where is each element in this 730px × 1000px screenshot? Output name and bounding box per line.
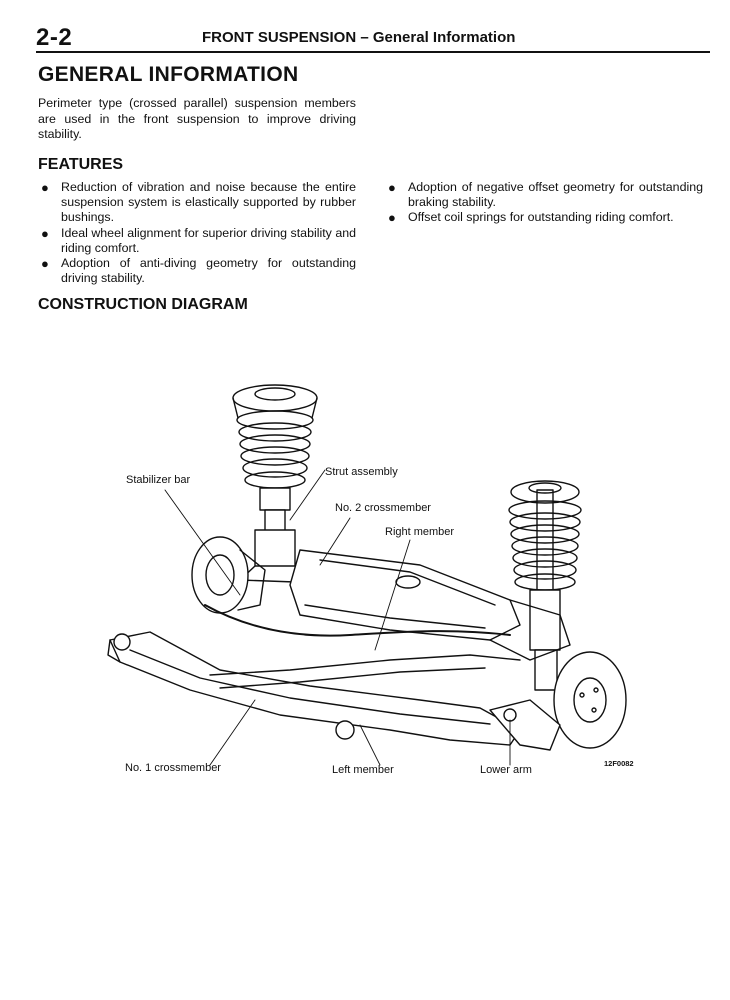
page-number: 2-2 xyxy=(36,24,73,51)
section-title: GENERAL INFORMATION xyxy=(38,63,299,86)
figure-code: 12F0082 xyxy=(604,759,634,768)
label-strut-assembly: Strut assembly xyxy=(325,466,398,478)
label-no1-crossmember: No. 1 crossmember xyxy=(125,762,221,774)
label-lower-arm: Lower arm xyxy=(480,764,532,776)
feature-text: Adoption of negative offset geometry for… xyxy=(408,180,703,210)
feature-text: Offset coil springs for outstanding ridi… xyxy=(408,210,674,225)
features-list-left: ● Reduction of vibration and noise becaus… xyxy=(38,180,356,286)
bullet-icon: ● xyxy=(41,225,49,241)
label-left-member: Left member xyxy=(332,764,394,776)
features-heading: FEATURES xyxy=(38,156,124,173)
header-separator: – xyxy=(356,29,373,46)
feature-item: ● Adoption of anti-diving geometry for ou… xyxy=(38,256,356,286)
bullet-icon: ● xyxy=(41,256,49,272)
feature-item: ● Offset coil springs for outstanding rid… xyxy=(385,210,703,225)
bullet-icon: ● xyxy=(41,180,49,195)
feature-text: Adoption of anti-diving geometry for out… xyxy=(61,256,356,286)
left-strut-illustration xyxy=(191,384,318,614)
label-no2-crossmember: No. 2 crossmember xyxy=(335,502,431,514)
diagram-heading: CONSTRUCTION DIAGRAM xyxy=(38,296,248,313)
intro-paragraph: Perimeter type (crossed parallel) suspen… xyxy=(38,96,356,141)
section-subtitle: General Information xyxy=(372,29,516,46)
leader-lines xyxy=(164,469,511,766)
label-stabilizer-bar: Stabilizer bar xyxy=(126,474,191,486)
suspension-construction-diagram xyxy=(107,384,627,766)
feature-text: Ideal wheel alignment for superior drivi… xyxy=(61,225,356,255)
feature-item: ● Adoption of negative offset geometry fo… xyxy=(385,180,703,210)
features-list-right: ● Adoption of negative offset geometry fo… xyxy=(385,180,703,226)
bullet-icon: ● xyxy=(388,210,396,226)
chapter-title: FRONT SUSPENSION xyxy=(202,29,357,46)
feature-text: Reduction of vibration and noise because… xyxy=(61,180,356,225)
header-rule xyxy=(36,51,710,53)
bullet-icon: ● xyxy=(388,180,396,195)
feature-item: ● Reduction of vibration and noise becaus… xyxy=(38,180,356,226)
feature-item: ● Ideal wheel alignment for superior driv… xyxy=(38,226,356,256)
label-right-member: Right member xyxy=(385,526,455,538)
running-header: FRONT SUSPENSION – General Information xyxy=(202,29,515,46)
crossmember-illustration xyxy=(107,549,571,751)
right-strut-illustration xyxy=(508,480,627,749)
